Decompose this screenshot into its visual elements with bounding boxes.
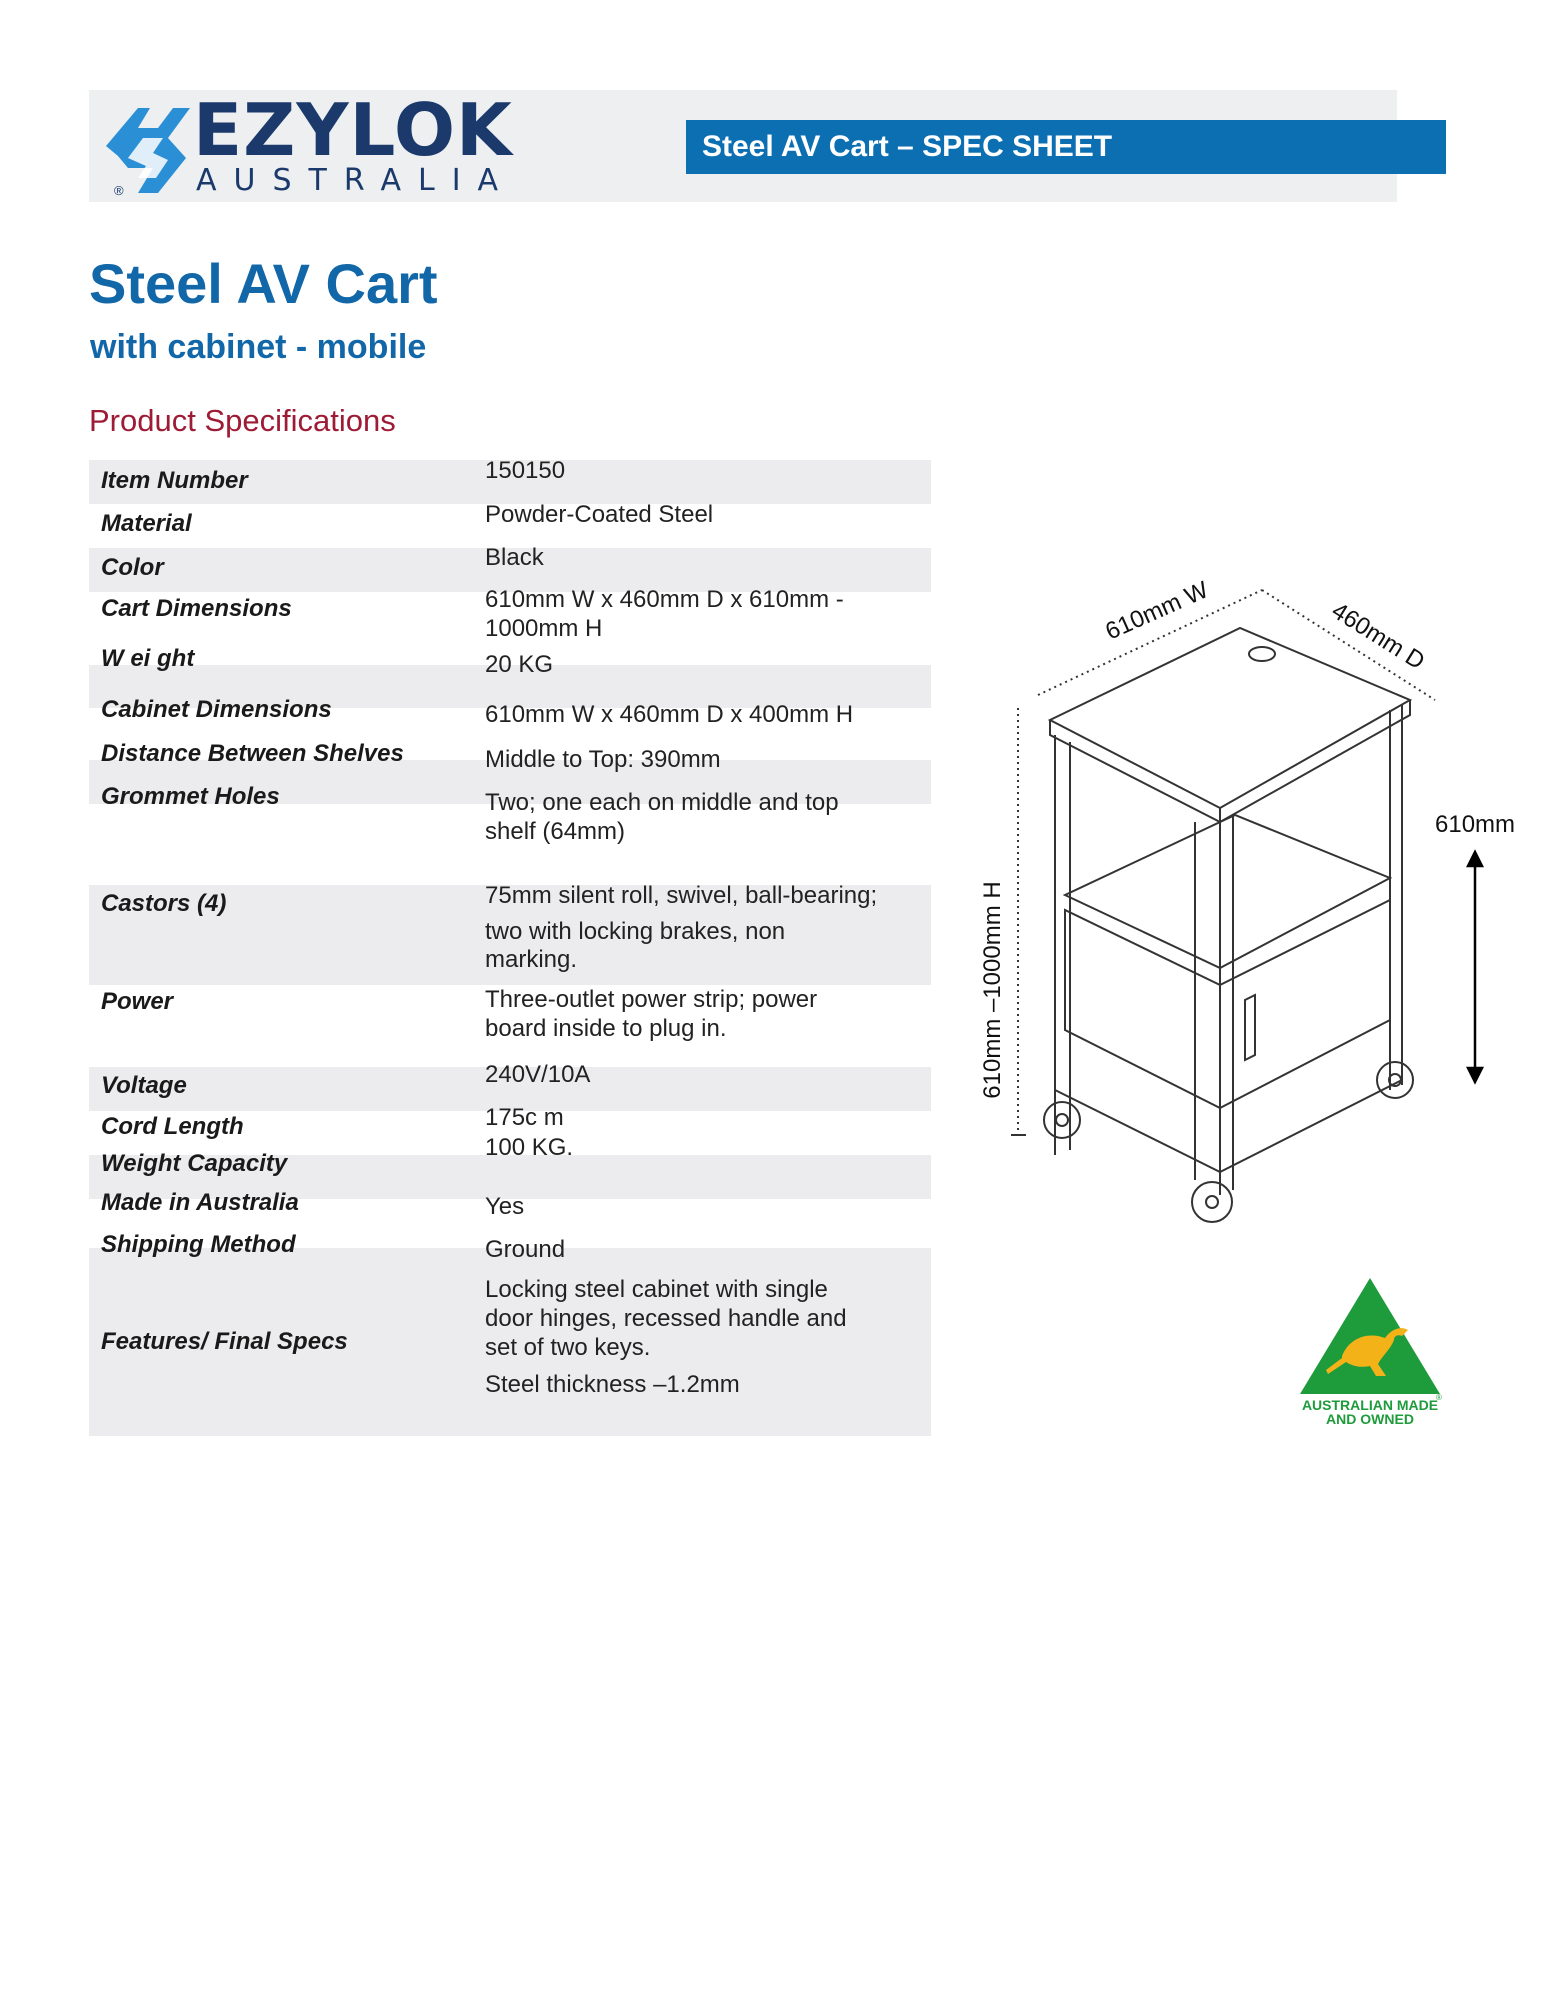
spec-sheet-banner: Steel AV Cart – SPEC SHEET: [686, 120, 1446, 174]
spec-value-features: Locking steel cabinet with single door h…: [485, 1275, 935, 1399]
spec-value-line: 240V/10A: [485, 1061, 591, 1088]
logo-wordmark: EZYLOK: [193, 88, 513, 172]
spec-label-weight: W ei ght: [101, 645, 195, 672]
product-subtitle: with cabinet - mobile: [90, 328, 427, 366]
width-label: 610mm W: [1101, 576, 1212, 645]
spec-value-line: Locking steel cabinet with single: [485, 1276, 828, 1303]
middle-shelf: [1062, 813, 1393, 970]
spec-value-line: board inside to plug in.: [485, 1015, 727, 1042]
spec-value-line: Middle to Top: 390mm: [485, 746, 721, 773]
spec-value-line: Two; one each on middle and top: [485, 789, 839, 816]
kangaroo-icon: [1326, 1328, 1408, 1376]
spec-row-shade: [89, 885, 931, 985]
spec-row-shade: [89, 665, 931, 708]
spec-value-line: 75mm silent roll, swivel, ball-bearing;: [485, 882, 878, 909]
spec-value-line: set of two keys.: [485, 1334, 651, 1361]
ezylok-logo: EZYLOK AUSTRALIA ®: [98, 94, 512, 198]
badge-registered-mark: ®: [1436, 1393, 1442, 1402]
spec-label-power: Power: [101, 988, 174, 1015]
australian-made-logo: AUSTRALIAN MADE AND OWNED ®: [1300, 1278, 1442, 1427]
spec-value-line: Powder-Coated Steel: [485, 501, 714, 528]
spec-value-cart-dimensions: 610mm W x 460mm D x 610mm - 1000mm H: [485, 585, 935, 643]
spec-value-material: Powder-Coated Steel: [485, 500, 935, 529]
spec-label-color: Color: [101, 554, 164, 581]
spec-label-voltage: Voltage: [101, 1072, 187, 1099]
spec-row-shade: [89, 548, 931, 592]
spec-label-grommet-holes: Grommet Holes: [101, 783, 280, 810]
depth-dimension-line: [1261, 589, 1436, 701]
spec-value-line: 150150: [485, 457, 566, 484]
spec-label-cart-dimensions: Cart Dimensions: [101, 595, 292, 622]
spec-value-line: 1000mm H: [485, 615, 603, 642]
spec-value-distance-between-shelves: Middle to Top: 390mm: [485, 745, 935, 774]
spec-row-shade: [89, 1248, 931, 1436]
spec-value-castors: 75mm silent roll, swivel, ball-bearing; …: [485, 878, 935, 978]
spec-value-line: 175c m: [485, 1104, 564, 1131]
spec-value-weight: 20 KG: [485, 650, 935, 679]
spec-value-power: Three-outlet power strip; power board in…: [485, 985, 935, 1043]
spec-value-item-number: 150150: [485, 456, 935, 485]
spec-row-shade: [89, 1155, 931, 1199]
grommet-hole: [1248, 646, 1276, 662]
height-label: 610mm –1000mm H: [979, 881, 1006, 1098]
spec-label-weight-capacity: Weight Capacity: [101, 1150, 288, 1177]
castor-wheel: [1191, 1181, 1233, 1223]
castor-wheel: [1043, 1101, 1081, 1139]
spec-row-shade: [89, 1067, 931, 1111]
spec-label-shipping-method: Shipping Method: [101, 1231, 296, 1258]
adjust-height-label: 610mm: [1435, 811, 1515, 838]
top-shelf: [1047, 626, 1413, 810]
section-title: Product Specifications: [89, 403, 396, 438]
australia-map-icon: [106, 108, 190, 193]
spec-value-line: 610mm W x 460mm D x 400mm H: [485, 701, 854, 728]
spec-label-distance-between-shelves: Distance Between Shelves: [101, 740, 404, 767]
spec-value-cord-length: 175c m 100 KG.: [485, 1103, 935, 1163]
spec-value-grommet-holes: Two; one each on middle and top shelf (6…: [485, 788, 935, 846]
spec-value-line: Yes: [485, 1193, 525, 1220]
logo-registered-mark: ®: [114, 183, 124, 198]
spec-label-cord-length: Cord Length: [101, 1113, 244, 1140]
spec-value-line: 100 KG.: [485, 1134, 574, 1161]
spec-value-line: 610mm W x 460mm D x 610mm -: [485, 586, 844, 613]
recessed-handle: [1244, 993, 1256, 1062]
spec-label-material: Material: [101, 510, 192, 537]
badge-line-2: AND OWNED: [1326, 1411, 1414, 1427]
spec-value-line: Ground: [485, 1236, 566, 1263]
spec-row-shade: [89, 760, 931, 804]
logo-subtitle: AUSTRALIA: [196, 163, 516, 198]
cabinet-door: [1219, 898, 1391, 1109]
height-adjust-arrow: [1465, 849, 1485, 1085]
spec-label-castors: Castors (4): [101, 890, 227, 917]
spec-value-line: Three-outlet power strip; power: [485, 986, 818, 1013]
castor-wheel: [1376, 1061, 1414, 1099]
spec-label-cabinet-dimensions: Cabinet Dimensions: [101, 696, 332, 723]
spec-value-shipping-method: Ground: [485, 1235, 935, 1264]
spec-value-line: Steel thickness –1.2mm: [485, 1371, 740, 1398]
spec-value-line: 20 KG: [485, 651, 554, 678]
spec-value-cabinet-dimensions: 610mm W x 460mm D x 400mm H: [485, 700, 935, 729]
badge-line-1: AUSTRALIAN MADE: [1302, 1397, 1438, 1413]
cabinet-side: [1064, 908, 1221, 1110]
spec-label-item-number: Item Number: [101, 467, 248, 494]
spec-value-color: Black: [485, 543, 935, 572]
spec-value-line: shelf (64mm): [485, 818, 626, 845]
spec-label-made-in-australia: Made in Australia: [101, 1189, 299, 1216]
spec-value-voltage: 240V/10A: [485, 1060, 935, 1089]
spec-value-line: door hinges, recessed handle and: [485, 1305, 847, 1332]
spec-row-shade: [89, 460, 931, 504]
spec-value-line: marking.: [485, 946, 578, 973]
spec-value-line: Black: [485, 544, 544, 571]
spec-value-made-in-australia: Yes: [485, 1192, 935, 1221]
cart-dimension-diagram: 610mm W 460mm D 610mm –1000mm H 610mm: [979, 576, 1515, 1223]
depth-label: 460mm D: [1327, 597, 1430, 675]
product-title: Steel AV Cart: [89, 252, 438, 315]
spec-label-features: Features/ Final Specs: [101, 1328, 348, 1355]
spec-value-line: two with locking brakes, non: [485, 918, 786, 945]
